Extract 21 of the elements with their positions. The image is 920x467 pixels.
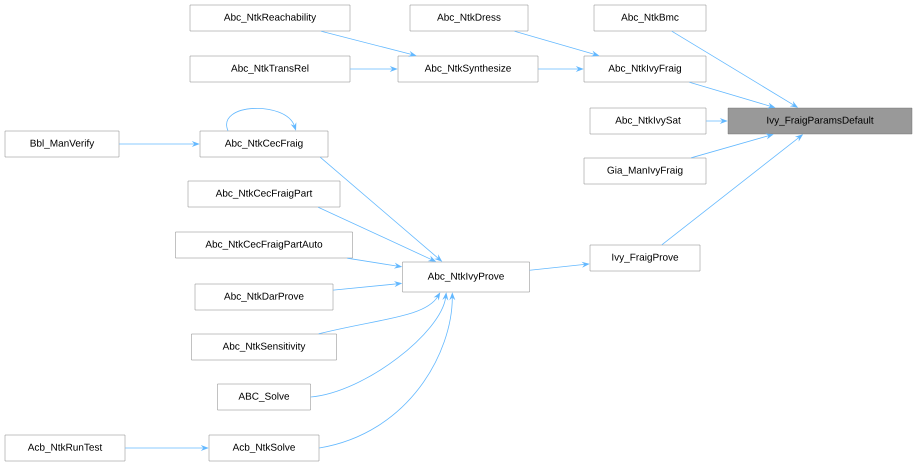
function-box: Ivy_FraigParamsDefault xyxy=(728,108,912,134)
function-box: Abc_NtkTransRel xyxy=(190,56,350,82)
function-box: Abc_NtkDarProve xyxy=(194,284,334,310)
function-box: Abc_NtkCecFraigPart xyxy=(188,180,340,208)
function-box: ABC_Solve xyxy=(217,384,311,410)
function-box: Abc_NtkDress xyxy=(410,4,528,32)
function-box: Bbl_ManVerify xyxy=(4,130,120,158)
function-box: Abc_NtkSensitivity xyxy=(191,334,337,360)
function-box: Abc_NtkReachability xyxy=(190,4,350,32)
function-box: Ivy_FraigProve xyxy=(590,244,700,272)
function-box: Abc_NtkIvyFraig xyxy=(584,56,706,82)
function-box: Gia_ManIvyFraig xyxy=(584,158,706,184)
function-box: Abc_NtkBmc xyxy=(594,4,706,32)
function-box: Acb_NtkSolve xyxy=(208,434,320,462)
arrow xyxy=(226,108,296,132)
function-box: Abc_NtkIvyProve xyxy=(402,262,530,292)
function-box: Abc_NtkSynthesize xyxy=(398,56,538,82)
function-box: Abc_NtkIvySat xyxy=(590,108,706,134)
function-box: Acb_NtkRunTest xyxy=(4,434,126,462)
function-box: Abc_NtkCecFraig xyxy=(200,130,328,158)
function-box: Abc_NtkCecFraigPartAuto xyxy=(175,232,353,258)
